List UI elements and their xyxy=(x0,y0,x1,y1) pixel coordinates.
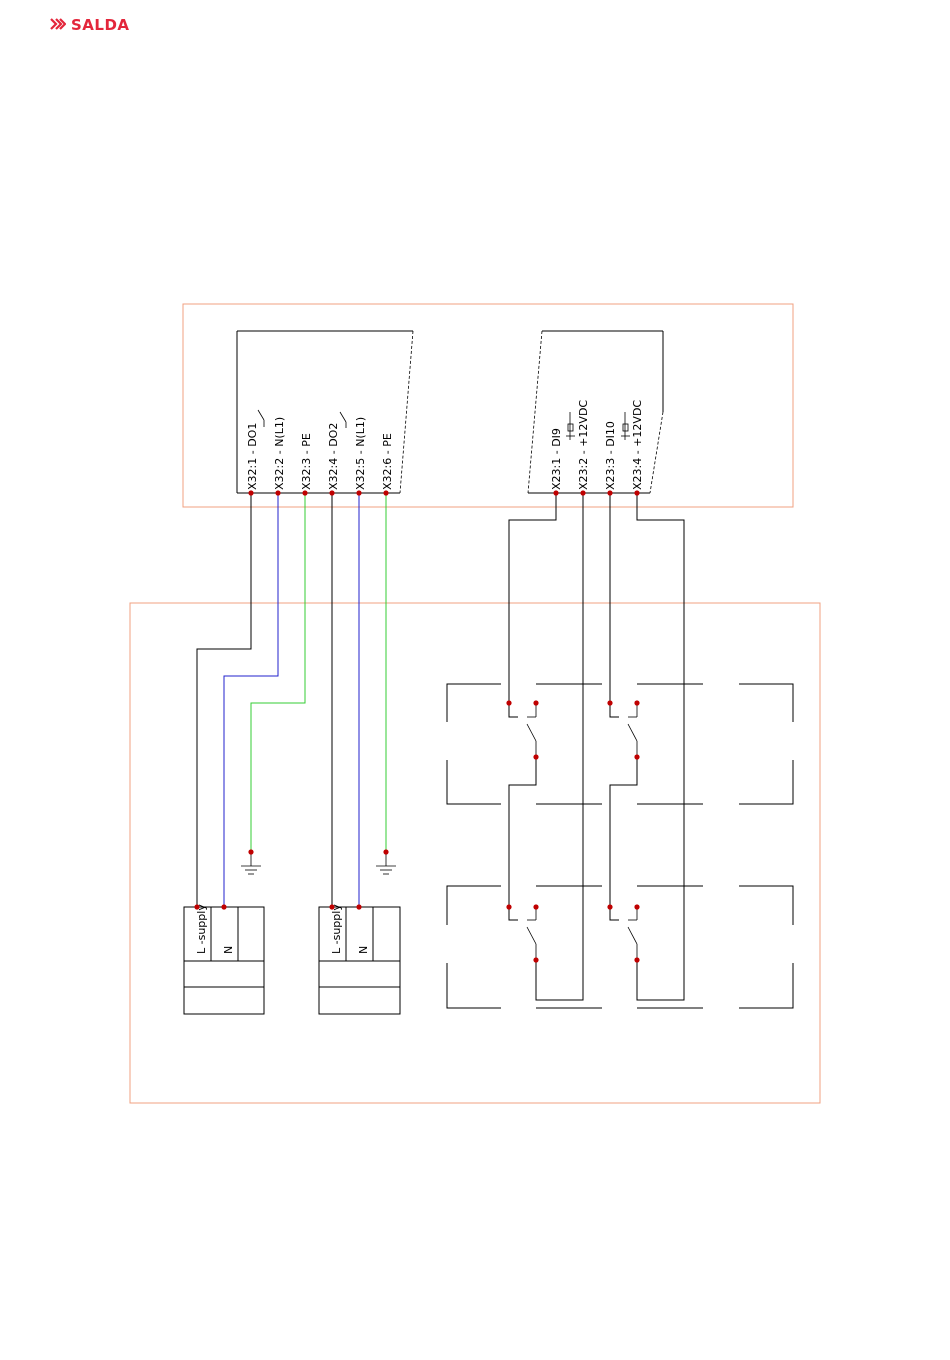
coil-icon xyxy=(566,412,575,440)
load-2-n-label: N xyxy=(357,946,370,954)
load-2-l-label: L -supply xyxy=(330,904,343,954)
coil-icon xyxy=(621,412,630,440)
switch-icon xyxy=(527,907,536,960)
wire-12vdc-1 xyxy=(536,493,583,1000)
load-1-l-label: L -supply xyxy=(195,904,208,954)
wire-di9 xyxy=(509,493,556,703)
ground-icon xyxy=(376,852,396,874)
field-devices-frame xyxy=(130,603,820,1103)
load-1-n-label: N xyxy=(222,946,235,954)
wire-sw1-out xyxy=(509,757,536,907)
wire-12vdc-2 xyxy=(637,493,684,1000)
terminal-label-x32-2: X32:2 - N(L1) xyxy=(273,417,286,490)
wire-sw2-out xyxy=(610,757,637,907)
switch-icon xyxy=(628,907,637,960)
connection-nodes xyxy=(194,490,639,962)
switch-icon xyxy=(628,703,637,757)
terminal-label-x32-3: X32:3 - PE xyxy=(300,433,313,490)
terminal-label-x32-5: X32:5 - N(L1) xyxy=(354,417,367,490)
terminal-label-x23-1: X23:1 - DI9 xyxy=(550,428,563,490)
ground-icon xyxy=(241,852,261,874)
terminal-label-x23-3: X23:3 - DI10 xyxy=(604,421,617,490)
terminal-label-x32-6: X32:6 - PE xyxy=(381,433,394,490)
terminal-label-x32-4: X32:4 - DO2 xyxy=(327,423,340,490)
device-enclosure-row-2 xyxy=(447,886,793,1008)
switch-icon xyxy=(527,703,536,757)
terminal-label-x23-2: X23:2 - +12VDC xyxy=(577,400,590,490)
terminal-label-x32-1: X32:1 - DO1 xyxy=(246,423,259,490)
relay-contact-icon xyxy=(340,412,346,428)
terminal-label-x23-4: X23:4 - +12VDC xyxy=(631,400,644,490)
device-enclosure-row-1 xyxy=(447,684,793,804)
